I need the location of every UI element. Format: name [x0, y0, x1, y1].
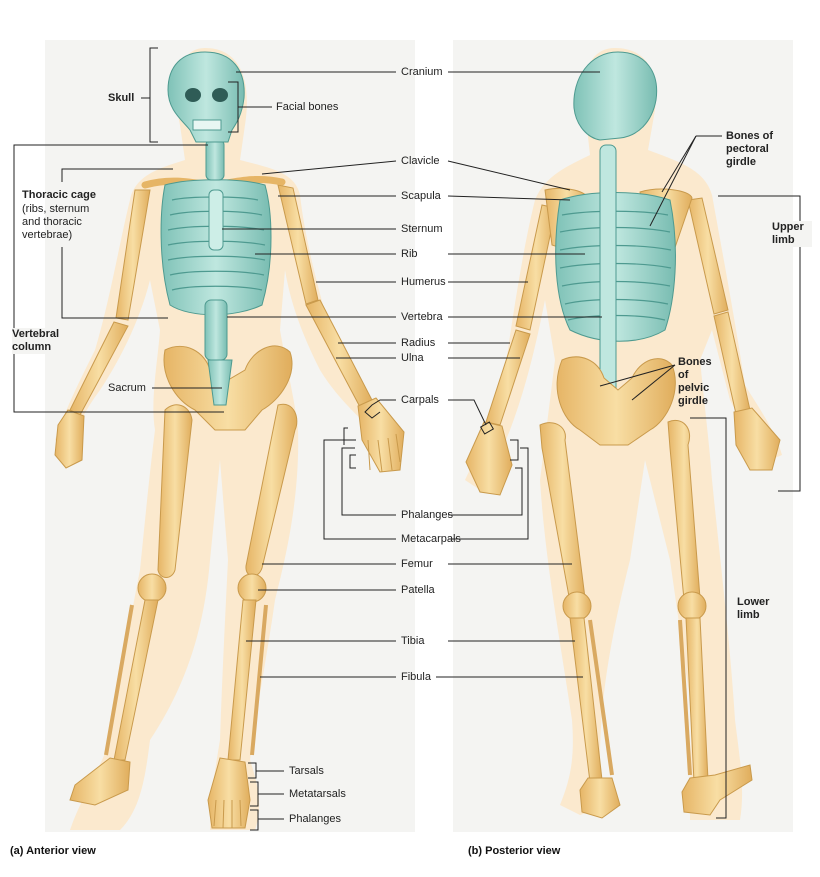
- anterior-foot-left: [207, 757, 251, 829]
- leader-carpals-posterior: [448, 399, 487, 426]
- anterior-eye-socket-right: [185, 88, 201, 102]
- anterior-humerus-right: [115, 189, 151, 321]
- anterior-tibia-left: [227, 599, 257, 761]
- anterior-fibula-right: [104, 604, 134, 756]
- anterior-sternum: [208, 189, 224, 251]
- posterior-knee-left: [677, 591, 707, 621]
- label-scapula: Scapula: [401, 190, 441, 202]
- label-tarsals: Tarsals: [289, 765, 324, 777]
- label-sternum: Sternum: [401, 223, 443, 235]
- label-phalanges-hand: Phalanges: [401, 509, 453, 521]
- posterior-humerus-left: [687, 197, 729, 315]
- label-bones-pectoral-girdle: Bones of pectoral girdle: [726, 130, 774, 168]
- label-thoracic-cage-title: Thoracic cage: [22, 189, 96, 201]
- posterior-fibula-left: [678, 619, 692, 776]
- leader-metacarpals-posterior: [448, 447, 529, 540]
- leader-pelvic-girdle-2: [631, 364, 676, 401]
- caption-anterior-view: (a) Anterior view: [10, 845, 96, 857]
- anterior-finger-lines: [367, 433, 401, 473]
- anterior-foot-right: [69, 757, 131, 806]
- label-rib: Rib: [401, 248, 418, 260]
- leader-phalanges-hand-posterior: [448, 467, 523, 516]
- label-patella: Patella: [401, 584, 435, 596]
- anterior-fibula-left: [250, 604, 268, 756]
- bracket-thoracic-cage-top: [61, 168, 173, 182]
- label-metatarsals: Metatarsals: [289, 788, 346, 800]
- leader-pectoral-girdle-2: [649, 135, 697, 227]
- leader-clavicle-anterior: [261, 160, 397, 175]
- anterior-eye-socket-left: [212, 88, 228, 102]
- bracket-metacarpals-anterior-top: [343, 427, 348, 445]
- leader-pectoral-girdle-1: [661, 135, 697, 193]
- label-fibula: Fibula: [401, 671, 431, 683]
- anterior-toe-lines: [213, 799, 242, 829]
- label-bones-pelvic-girdle: Bones of pelvic girdle: [678, 356, 712, 407]
- anterior-femur-left: [245, 403, 298, 577]
- bracket-vertebral-column: [13, 144, 224, 413]
- posterior-pelvis: [556, 356, 676, 446]
- caption-posterior-view: (b) Posterior view: [468, 845, 561, 857]
- posterior-knee-right: [562, 591, 592, 621]
- anterior-knee-left: [237, 573, 267, 603]
- leader-lines: [13, 47, 801, 831]
- posterior-forearm-right: [485, 329, 531, 426]
- posterior-hand-right: [465, 421, 513, 496]
- anterior-teeth: [192, 119, 222, 131]
- label-thoracic-cage-detail: (ribs, sternum and thoracic vertebrae): [22, 203, 90, 241]
- leader-scapula-posterior: [447, 195, 571, 201]
- marker-carpals-posterior: [479, 421, 495, 435]
- label-femur: Femur: [401, 558, 433, 570]
- label-vertebra: Vertebra: [401, 311, 443, 323]
- bracket-lower-limb: [690, 417, 727, 819]
- posterior-fibula-right: [588, 619, 614, 776]
- posterior-hand-left: [733, 407, 781, 471]
- label-clavicle: Clavicle: [401, 155, 440, 167]
- bracket-phalanges-anterior: [349, 454, 356, 469]
- label-vertebral-column: Vertebral column: [12, 328, 72, 354]
- label-cranium: Cranium: [401, 66, 443, 78]
- anterior-skull: [167, 51, 245, 143]
- posterior-foot-left: [681, 764, 753, 816]
- label-phalanges-foot: Phalanges: [289, 813, 341, 825]
- label-radius: Radius: [401, 337, 436, 349]
- posterior-foot-right: [579, 777, 621, 819]
- bracket-skull: [149, 47, 158, 143]
- posterior-spine: [599, 144, 617, 396]
- anterior-skeleton: [54, 48, 405, 830]
- leader-carpals-anterior: [364, 399, 396, 419]
- label-metacarpals: Metacarpals: [401, 533, 461, 545]
- label-facial-bones: Facial bones: [276, 101, 339, 113]
- anterior-knee-right: [137, 573, 167, 603]
- label-lower-limb: Lower limb: [737, 596, 770, 621]
- leader-phalanges-hand-anterior: [341, 447, 396, 516]
- leader-pelvic-girdle-1: [599, 364, 676, 387]
- label-sacrum: Sacrum: [108, 382, 146, 394]
- bracket-posterior-hand: [510, 439, 519, 461]
- bracket-upper-limb: [718, 195, 801, 492]
- anterior-humerus-left: [277, 184, 319, 305]
- label-upper-limb: Upper limb: [772, 221, 812, 247]
- posterior-skeleton: [465, 48, 782, 820]
- label-tibia: Tibia: [401, 635, 425, 647]
- anterior-femur-right: [157, 404, 193, 578]
- label-humerus: Humerus: [401, 276, 446, 288]
- label-carpals: Carpals: [401, 394, 439, 406]
- bracket-thoracic-cage-bottom: [61, 247, 168, 319]
- bracket-phalanges-foot: [250, 809, 259, 831]
- posterior-skull: [573, 51, 658, 141]
- anterior-tibia-right: [113, 599, 159, 761]
- label-skull: Skull: [108, 92, 135, 104]
- leader-metacarpals-anterior: [323, 439, 396, 540]
- leader-clavicle-posterior: [447, 160, 571, 191]
- label-ulna: Ulna: [401, 352, 424, 364]
- anterior-spine: [204, 139, 233, 406]
- anterior-hand-right: [54, 409, 85, 469]
